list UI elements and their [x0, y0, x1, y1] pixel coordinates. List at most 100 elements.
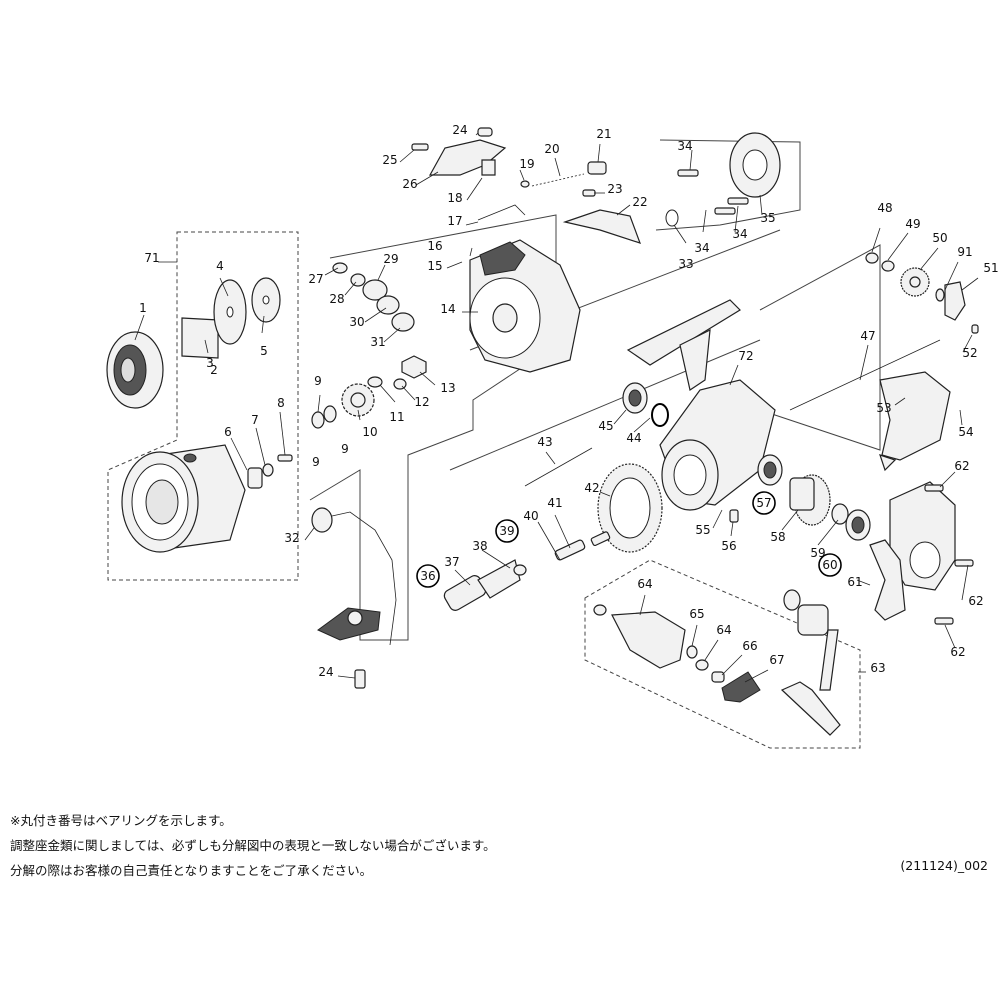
svg-text:64: 64: [716, 623, 731, 637]
part-label-34b: 34: [694, 241, 709, 255]
part-label-24a: 24: [452, 123, 467, 137]
part-label-34c: 34: [732, 227, 747, 241]
part-label-25: 25: [382, 153, 397, 167]
body-cover-53-icon: [879, 371, 951, 472]
part-label-50: 50: [932, 231, 947, 245]
svg-text:12: 12: [414, 395, 429, 409]
handle-arm-63-icon: [780, 589, 841, 736]
part-number-labels: 1234567899910111213141516171819202122232…: [139, 123, 998, 679]
rotor-washers-icon: [332, 262, 427, 390]
oscillation-parts-icon: [865, 252, 979, 334]
part-label-91: 91: [957, 245, 972, 259]
part-label-17: 17: [447, 214, 462, 228]
part-label-13: 13: [440, 381, 455, 395]
svg-text:32: 32: [284, 531, 299, 545]
svg-text:34: 34: [694, 241, 709, 255]
svg-text:58: 58: [770, 530, 785, 544]
note-line-washers: 調整座金類に関しましては、必ずしも分解図中の表現と一致しない場合がございます。: [10, 838, 496, 853]
svg-text:64: 64: [637, 577, 652, 591]
part-label-23: 23: [607, 182, 622, 196]
svg-text:39: 39: [499, 524, 514, 538]
part-label-19: 19: [519, 157, 534, 171]
part-label-41: 41: [547, 496, 562, 510]
svg-text:18: 18: [447, 191, 462, 205]
part-label-60: 60: [818, 553, 842, 577]
bearing-35-icon: [665, 132, 781, 227]
part-label-65: 65: [689, 607, 704, 621]
bail-spring-icon: [520, 161, 607, 197]
group-box-handle-63: [584, 559, 861, 749]
svg-text:9: 9: [314, 374, 322, 388]
svg-text:5: 5: [260, 344, 268, 358]
drag-washer-5-icon: [251, 277, 281, 323]
part-label-9c: 9: [341, 442, 349, 456]
part-label-66: 66: [742, 639, 757, 653]
svg-text:65: 65: [689, 607, 704, 621]
part-label-37: 37: [444, 555, 459, 569]
svg-text:52: 52: [962, 346, 977, 360]
part-label-62b: 62: [968, 594, 983, 608]
bail-trip-22-icon: [562, 209, 641, 244]
part-label-9b: 9: [312, 455, 320, 469]
screws-icon: [677, 169, 974, 625]
part-label-2: 2: [210, 363, 218, 377]
spool-cap-icon: [106, 331, 164, 409]
part-label-36: 36: [416, 564, 440, 588]
part-label-38: 38: [472, 539, 487, 553]
svg-text:50: 50: [932, 231, 947, 245]
svg-text:62: 62: [950, 645, 965, 659]
part-label-62a: 62: [954, 459, 969, 473]
pinion-gear-10-icon: [341, 376, 383, 417]
part-label-11: 11: [389, 410, 404, 424]
part-label-10: 10: [362, 425, 377, 439]
svg-text:34: 34: [732, 227, 747, 241]
svg-text:30: 30: [349, 315, 364, 329]
part-label-34a: 34: [677, 139, 692, 153]
part-label-16: 16: [427, 239, 442, 253]
part-label-40: 40: [523, 509, 538, 523]
frame-oscillation: [759, 244, 881, 451]
svg-text:55: 55: [695, 523, 710, 537]
line-roller-screw-icon: [411, 143, 429, 151]
svg-text:47: 47: [860, 329, 875, 343]
gear-assembly-58-icon: [757, 454, 871, 541]
part-label-26: 26: [402, 177, 417, 191]
part-label-21: 21: [596, 127, 611, 141]
part-label-8: 8: [277, 396, 285, 410]
svg-text:33: 33: [678, 257, 693, 271]
part-label-29: 29: [383, 252, 398, 266]
spool-icon: [121, 444, 246, 553]
svg-text:66: 66: [742, 639, 757, 653]
part-label-64b: 64: [716, 623, 731, 637]
svg-text:41: 41: [547, 496, 562, 510]
svg-text:11: 11: [389, 410, 404, 424]
part-label-1: 1: [139, 301, 147, 315]
document-code: (211124)_002: [900, 858, 988, 873]
part-label-35: 35: [760, 211, 775, 225]
svg-text:6: 6: [224, 425, 232, 439]
part-label-58: 58: [770, 530, 785, 544]
part-label-51: 51: [983, 261, 998, 275]
svg-text:14: 14: [440, 302, 455, 316]
svg-text:20: 20: [544, 142, 559, 156]
part-label-39: 39: [495, 519, 519, 543]
svg-text:9: 9: [312, 455, 320, 469]
svg-text:38: 38: [472, 539, 487, 553]
svg-text:48: 48: [877, 201, 892, 215]
part-label-14: 14: [440, 302, 455, 316]
svg-text:91: 91: [957, 245, 972, 259]
exploded-parts-diagram: 1234567899910111213141516171819202122232…: [106, 123, 999, 749]
svg-text:60: 60: [822, 558, 837, 572]
svg-text:21: 21: [596, 127, 611, 141]
svg-text:22: 22: [632, 195, 647, 209]
svg-text:45: 45: [598, 419, 613, 433]
svg-text:67: 67: [769, 653, 784, 667]
part-label-64a: 64: [637, 577, 652, 591]
part-label-71: 71: [144, 251, 159, 265]
line-roller-32-icon: [311, 507, 397, 689]
svg-text:1: 1: [139, 301, 147, 315]
part-label-22: 22: [632, 195, 647, 209]
svg-text:43: 43: [537, 435, 552, 449]
note-line-bearing: ※丸付き番号はベアリングを示します。: [10, 813, 232, 828]
part-label-33: 33: [678, 257, 693, 271]
